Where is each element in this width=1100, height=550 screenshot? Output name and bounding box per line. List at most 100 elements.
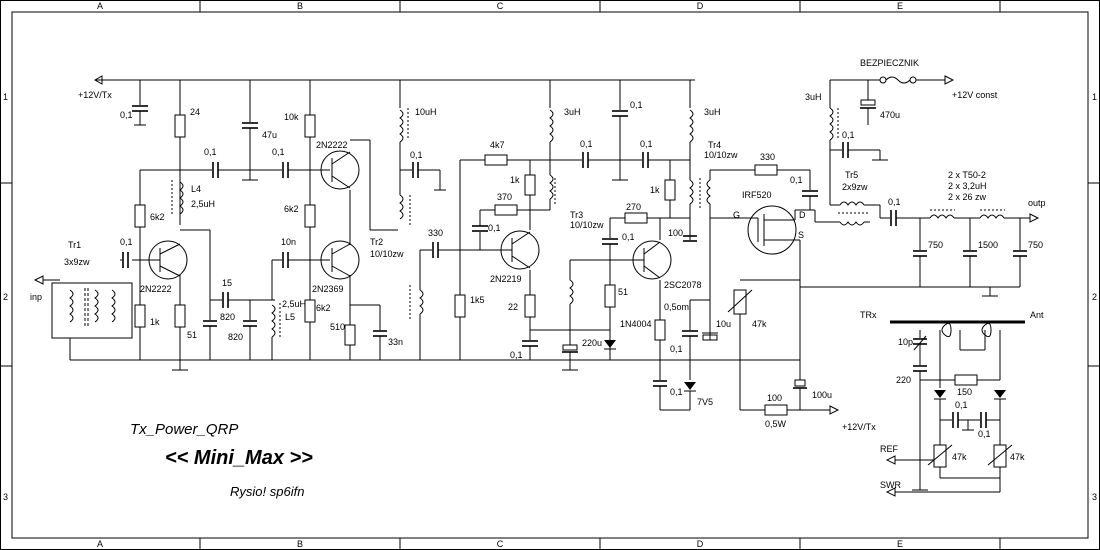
r51a-label: 51 <box>187 330 197 340</box>
q3-label: 2N2369 <box>312 284 344 294</box>
r4k7-label: 4k7 <box>490 140 505 150</box>
c01-e-label: 0,1 <box>640 139 653 149</box>
c100-label: 100 <box>668 228 683 238</box>
c15-label: 15 <box>222 278 232 288</box>
c1500-label: 1500 <box>978 240 998 250</box>
l3uc-label: 3uH <box>805 92 822 102</box>
c220-label: 220 <box>896 375 911 385</box>
c01a-label: 0,1 <box>204 147 217 157</box>
q5-label: 2SC2078 <box>664 280 702 290</box>
c820b-label: 820 <box>228 332 243 342</box>
r47k-label: 47k <box>752 319 767 329</box>
filter-note-line2: 2 x 3,2uH <box>948 181 987 191</box>
r0-5-label: 0,5om <box>664 302 689 312</box>
r510-label: 510 <box>330 322 345 332</box>
filter-note-line1: 2 x T50-2 <box>948 170 986 180</box>
c01-tr2-label: 0,1 <box>410 150 423 160</box>
r6k2b-label: 6k2 <box>284 204 299 214</box>
column-label-d-bottom: D <box>697 539 704 549</box>
c10n-label: 10n <box>281 237 296 247</box>
fuse-label: BEZPIECZNIK <box>860 58 919 68</box>
column-label-e: E <box>897 1 903 11</box>
c330-label: 330 <box>428 228 443 238</box>
c01b-label: 0,1 <box>272 147 285 157</box>
column-label-a: A <box>97 1 103 11</box>
row-label-2: 2 <box>3 292 8 302</box>
c01-g-label: 0,1 <box>670 387 683 397</box>
r6k2a-label: 6k2 <box>150 212 165 222</box>
l5-value: 2,5uH <box>282 299 306 309</box>
c01-q4-label: 0,1 <box>488 223 501 233</box>
r24-label: 24 <box>190 107 200 117</box>
c33n-label: 33n <box>388 337 403 347</box>
q1-label: 2N2222 <box>140 284 172 294</box>
c01-h-label: 0,1 <box>790 175 803 185</box>
column-label-b-bottom: B <box>297 539 303 549</box>
supply-tx2-label: +12V/Tx <box>842 422 876 432</box>
transistor-q4 <box>500 230 540 270</box>
r1kc-label: 1k <box>650 185 660 195</box>
l3ua-label: 3uH <box>564 107 581 117</box>
c01-in-label: 0,1 <box>120 237 133 247</box>
tr4-spec: 10/10zw <box>704 150 738 160</box>
tr5-spec: 2x9zw <box>842 182 868 192</box>
tr3-label: Tr3 <box>570 210 583 220</box>
r330-label: 330 <box>760 152 775 162</box>
r10k-label: 10k <box>284 112 299 122</box>
r1k5-label: 1k5 <box>470 295 485 305</box>
ref-label: REF <box>880 444 899 454</box>
tr1-label: Tr1 <box>68 240 81 250</box>
l3ub-label: 3uH <box>704 107 721 117</box>
c01-i-label: 0,1 <box>842 130 855 140</box>
source-label: S <box>798 230 804 240</box>
output-lowpass-filter <box>913 209 1040 297</box>
r270-label: 270 <box>626 202 641 212</box>
output-port-label: outp <box>1028 198 1046 208</box>
stage5-wiring <box>727 170 1020 416</box>
drain-label: D <box>799 210 806 220</box>
stage2-wiring <box>271 80 500 360</box>
stage4-wiring <box>562 80 810 411</box>
supply-rails <box>70 75 800 361</box>
transistor-q5 <box>630 240 672 280</box>
swr-label: SWR <box>880 480 901 490</box>
l4-label: L4 <box>191 184 201 194</box>
tr3-spec: 10/10zw <box>570 220 604 230</box>
c750a-label: 750 <box>928 240 943 250</box>
transistor-q2 <box>320 150 360 190</box>
q6-label: IRF520 <box>742 190 772 200</box>
c750b-label: 750 <box>1028 240 1043 250</box>
column-label-d: D <box>697 1 704 11</box>
q4-label: 2N2219 <box>490 274 522 284</box>
r51b-label: 51 <box>618 287 628 297</box>
l5-label: L5 <box>285 312 295 322</box>
r370-label: 370 <box>497 192 512 202</box>
c01-top-label: 0,1 <box>120 110 133 120</box>
r150-label: 150 <box>957 387 972 397</box>
r6k2c-label: 6k2 <box>316 303 331 313</box>
stage1-wiring <box>120 80 282 371</box>
row-label-1-right: 1 <box>1092 92 1097 102</box>
supply-const-label: +12V const <box>952 90 998 100</box>
c01-swr2-label: 0,1 <box>978 429 991 439</box>
column-label-e-bottom: E <box>897 539 903 549</box>
transistor-q3 <box>320 240 360 280</box>
tr4-label: Tr4 <box>708 140 721 150</box>
column-label-c: C <box>497 1 504 11</box>
r100w-label: 0,5W <box>765 419 787 429</box>
c10p-label: 10p <box>898 337 913 347</box>
c220u-label: 220u <box>582 338 602 348</box>
l4-value: 2,5uH <box>191 199 215 209</box>
tr1-spec: 3x9zw <box>64 257 90 267</box>
column-label-a-bottom: A <box>97 539 103 549</box>
tr5-label: Tr5 <box>845 170 858 180</box>
ant-label: Ant <box>1030 310 1044 320</box>
r47k-swr-label: 47k <box>1010 452 1025 462</box>
row-label-2-right: 2 <box>1092 292 1097 302</box>
c01-q4e-label: 0,1 <box>510 350 523 360</box>
title-line1: Tx_Power_QRP <box>130 421 238 438</box>
c470u-label: 470u <box>880 110 900 120</box>
q2-label: 2N2222 <box>316 140 348 150</box>
c01-c-label: 0,1 <box>580 139 593 149</box>
